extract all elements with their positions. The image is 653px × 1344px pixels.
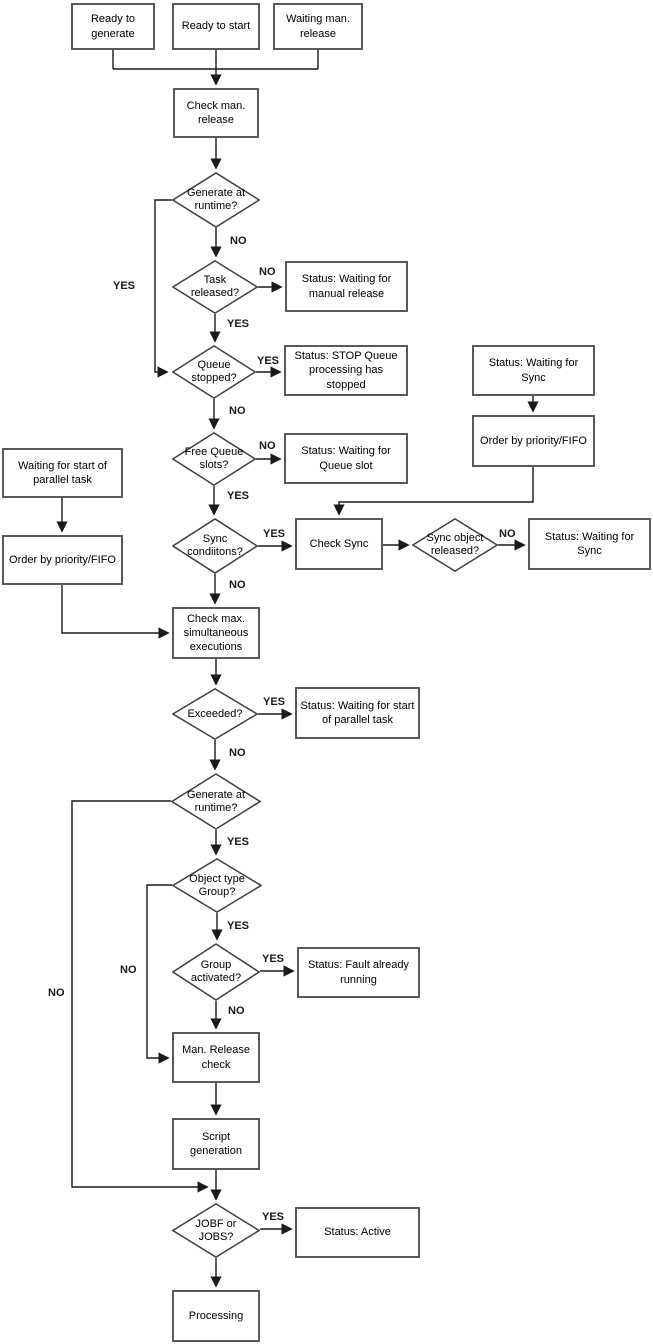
edge-label-gen1-no: NO (230, 235, 247, 247)
edge-label-object-type-yes: YES (227, 920, 250, 932)
decision-label: JOBF or JOBS? (195, 1217, 237, 1243)
status-waiting-manual-release: Status: Waiting for manual release (285, 261, 408, 312)
process-ready-to-start: Ready to start (172, 3, 260, 50)
decision-label: Group activated? (190, 959, 242, 984)
decision-generate-at-runtime-2: Generate at runtime? (171, 773, 261, 830)
edge-label-free-queue-yes: YES (227, 490, 250, 502)
decision-label: Object type Group? (189, 872, 245, 898)
status-active: Status: Active (295, 1207, 420, 1258)
process-ready-to-generate: Ready to generate (71, 3, 155, 50)
process-order-by-priority-left: Order by priority/FIFO (2, 535, 123, 585)
process-check-sync: Check Sync (295, 518, 383, 570)
decision-sync-object-released: Sync object released? (412, 518, 498, 572)
status-stop-queue-processing: Status: STOP Queue processing has stoppe… (284, 345, 408, 396)
process-man-release-check: Man. Release check (172, 1032, 260, 1083)
edge-label-free-queue-no: NO (259, 440, 276, 452)
edge-gen1-yes-to-queue-stopped (154, 199, 172, 378)
edge-label-group-activated-yes: YES (262, 953, 285, 965)
decision-label: Task released? (190, 274, 240, 299)
decision-label: Sync object released? (426, 532, 484, 557)
status-waiting-sync-right: Status: Waiting for Sync (528, 518, 651, 570)
status-waiting-sync-top: Status: Waiting for Sync (472, 345, 595, 396)
edge-label-object-type-no: NO (120, 964, 137, 976)
decision-free-queue-slots: Free Queue slots? (172, 432, 256, 486)
process-waiting-start-parallel-task: Waiting for start of parallel task (2, 448, 123, 498)
process-check-max-executions: Check max. simultaneous executions (172, 607, 260, 659)
status-waiting-start-parallel-task: Status: Waiting for start of parallel ta… (295, 687, 420, 739)
decision-label: Sync condiitons? (187, 533, 243, 558)
edge-label-queue-stopped-yes: YES (257, 355, 280, 367)
decision-queue-stopped: Queue stopped? (172, 345, 256, 399)
edge-object-type-no-left (146, 884, 172, 1064)
process-order-by-priority-right: Order by priority/FIFO (472, 415, 595, 467)
edge-label-sync-cond-yes: YES (263, 528, 286, 540)
edge-label-jobf-yes: YES (262, 1211, 285, 1223)
status-fault-already-running: Status: Fault already running (297, 947, 420, 998)
decision-label: Free Queue slots? (184, 446, 244, 471)
edge-label-gen2-no: NO (48, 987, 65, 999)
decision-generate-at-runtime-1: Generate at runtime? (172, 172, 260, 228)
process-script-generation: Script generation (172, 1118, 260, 1170)
decision-jobf-or-jobs: JOBF or JOBS? (172, 1203, 260, 1258)
decision-sync-conditions: Sync condiitons? (172, 518, 258, 574)
process-waiting-man-release: Waiting man. release (273, 3, 363, 50)
edge-label-gen2-yes: YES (227, 836, 250, 848)
decision-exceeded: Exceeded? (172, 688, 258, 740)
edge-label-task-released-yes: YES (227, 318, 250, 330)
edge-label-exceeded-yes: YES (263, 696, 286, 708)
decision-label: Exceeded? (187, 707, 243, 720)
status-waiting-queue-slot: Status: Waiting for Queue slot (284, 433, 408, 484)
edge-label-exceeded-no: NO (229, 747, 246, 759)
edge-order-left-to-check-max (61, 585, 170, 639)
edge-label-sync-object-no: NO (499, 528, 516, 540)
decision-label: Generate at runtime? (186, 788, 246, 814)
edge-gen2-no-long-left (71, 800, 209, 1193)
decision-task-released: Task released? (172, 260, 258, 314)
decision-group-activated: Group activated? (172, 943, 260, 1001)
edge-order-right-to-check-sync (333, 467, 534, 516)
decision-label: Queue stopped? (191, 359, 237, 384)
process-processing: Processing (172, 1290, 260, 1342)
decision-label: Generate at runtime? (186, 187, 246, 212)
edge-label-task-released-no: NO (259, 266, 276, 278)
decision-object-type-group: Object type Group? (172, 858, 262, 913)
edge-label-queue-stopped-no: NO (229, 405, 246, 417)
process-check-man-release: Check man. release (173, 88, 259, 138)
edge-label-sync-cond-no: NO (229, 579, 246, 591)
edge-label-gen1-yes: YES (113, 280, 136, 292)
edge-label-group-activated-no: NO (228, 1005, 245, 1017)
